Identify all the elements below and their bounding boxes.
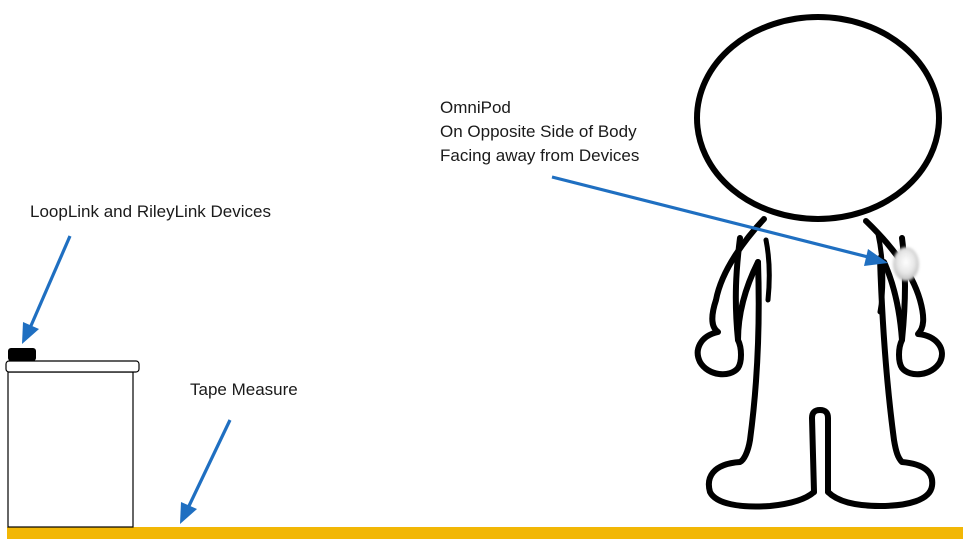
omnipod-label-line-1: OmniPod	[440, 98, 511, 117]
omnipod-label-line-3: Facing away from Devices	[440, 146, 640, 165]
omnipod-icon	[893, 247, 919, 281]
table-icon	[5, 360, 140, 528]
tape-measure-bar	[7, 527, 963, 539]
arrow-icon	[22, 235, 72, 344]
omnipod-label: OmniPod On Opposite Side of Body Facing …	[440, 96, 639, 168]
arrow-icon	[551, 175, 888, 266]
devices-label: LoopLink and RileyLink Devices	[30, 202, 271, 221]
tape-measure-label: Tape Measure	[190, 380, 298, 399]
person-figure-icon	[694, 14, 945, 510]
arrow-icon	[180, 419, 232, 524]
device-icon	[8, 348, 36, 361]
omnipod-label-line-2: On Opposite Side of Body	[440, 122, 637, 141]
